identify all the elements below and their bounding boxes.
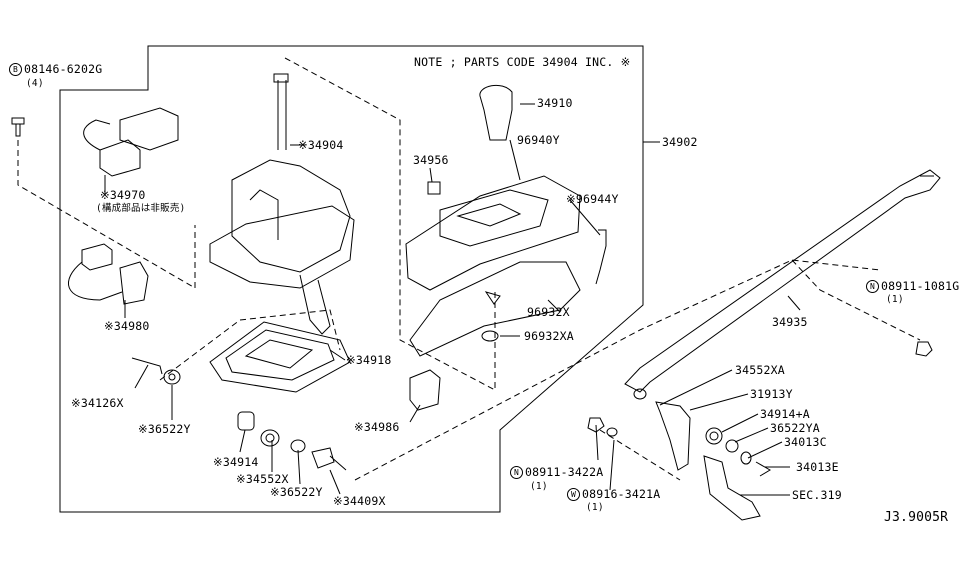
label-96932xa: 96932XA	[524, 329, 574, 343]
qty-08916: (1)	[586, 502, 604, 513]
label-34970-note: (構成部品は非販売)	[96, 203, 186, 214]
leader-lines	[104, 103, 801, 496]
label-34914a: 34914+A	[760, 407, 810, 421]
pin-34013e-icon	[755, 461, 771, 477]
indicator-96940y-icon	[405, 175, 581, 291]
label-34902: 34902	[662, 135, 698, 149]
label-34013c: 34013C	[784, 435, 827, 449]
dashed-guides	[17, 57, 921, 481]
bulb-96944y-icon	[595, 229, 607, 285]
button-34956-icon	[427, 181, 441, 195]
code-08911-3422a: 08911-3422A	[525, 465, 604, 479]
collar-34552x-icon	[260, 429, 280, 447]
label-34409x: ※34409X	[333, 494, 386, 508]
label-96940y: 96940Y	[517, 133, 560, 147]
label-34935: 34935	[772, 315, 808, 329]
label-34126x: ※34126X	[71, 396, 124, 410]
code-08146: 08146-6202G	[24, 62, 103, 76]
cover-96932x-icon	[409, 261, 581, 357]
note-text: NOTE ; PARTS CODE 34904 INC. ※	[414, 55, 631, 69]
qty-08911-3422a: (1)	[530, 481, 548, 492]
label-31913y: 31913Y	[750, 387, 793, 401]
qty-08911-1081g: (1)	[886, 294, 904, 305]
harness-34970-icon	[83, 107, 179, 177]
base-plate-34918-icon	[209, 321, 351, 393]
label-34956: 34956	[413, 153, 449, 167]
bolt-08146-icon	[11, 117, 25, 137]
clip-96932xa-icon	[481, 330, 499, 342]
clip-34126x-icon	[131, 357, 163, 375]
code-08916: 08916-3421A	[582, 487, 661, 501]
label-36522y-a: ※36522Y	[138, 422, 191, 436]
diagram-id: J3.9005R	[884, 510, 949, 525]
washer-08916-icon	[606, 427, 618, 437]
label-34552x: ※34552X	[236, 472, 289, 486]
label-34980: ※34980	[104, 319, 150, 333]
label-34970: ※34970	[100, 188, 146, 202]
label-96944y: ※96944Y	[566, 192, 619, 206]
nut-08911-1081g-icon	[915, 341, 933, 357]
code-08911-1081g: 08911-1081G	[881, 279, 960, 293]
washer-36522ya-icon	[725, 439, 739, 453]
label-34910: 34910	[537, 96, 573, 110]
clip-34013c-icon	[740, 451, 752, 465]
label-34918: ※34918	[346, 353, 392, 367]
bushing-34914-icon	[237, 411, 255, 431]
shift-lever-34904-icon	[209, 73, 355, 335]
circle-n-icon: N	[866, 280, 879, 293]
label-34013e: 34013E	[796, 460, 839, 474]
circle-w-icon: W	[567, 488, 580, 501]
label-34552xa: 34552XA	[735, 363, 785, 377]
label-34904: ※34904	[298, 138, 344, 152]
bushing-34552xa-icon	[633, 388, 647, 400]
bushing-34914a-icon	[705, 427, 723, 445]
bracket-34986-icon	[409, 369, 441, 411]
lever-31913y-icon	[655, 401, 691, 471]
harness-34980-icon	[67, 243, 149, 305]
label-36522ya: 36522YA	[770, 421, 820, 435]
label-34914: ※34914	[213, 455, 259, 469]
label-96932x: 96932X	[527, 305, 570, 319]
circle-b-icon: B	[9, 63, 22, 76]
manual-lever-sec319-icon	[703, 455, 761, 521]
washer-36522y-icon	[163, 369, 181, 385]
qty-08146: (4)	[26, 78, 44, 89]
label-36522y-b: ※36522Y	[270, 485, 323, 499]
knob-34910-icon	[479, 84, 513, 141]
label-34986: ※34986	[354, 420, 400, 434]
control-rod-34935-icon	[624, 169, 941, 393]
circle-n-icon: N	[510, 466, 523, 479]
nut-08911-3422a-icon	[587, 417, 605, 433]
washer-36522y-b-icon	[290, 439, 306, 453]
label-sec319: SEC.319	[792, 488, 842, 502]
bolt-34409x-icon	[311, 447, 347, 471]
assembly-frame	[59, 45, 644, 513]
